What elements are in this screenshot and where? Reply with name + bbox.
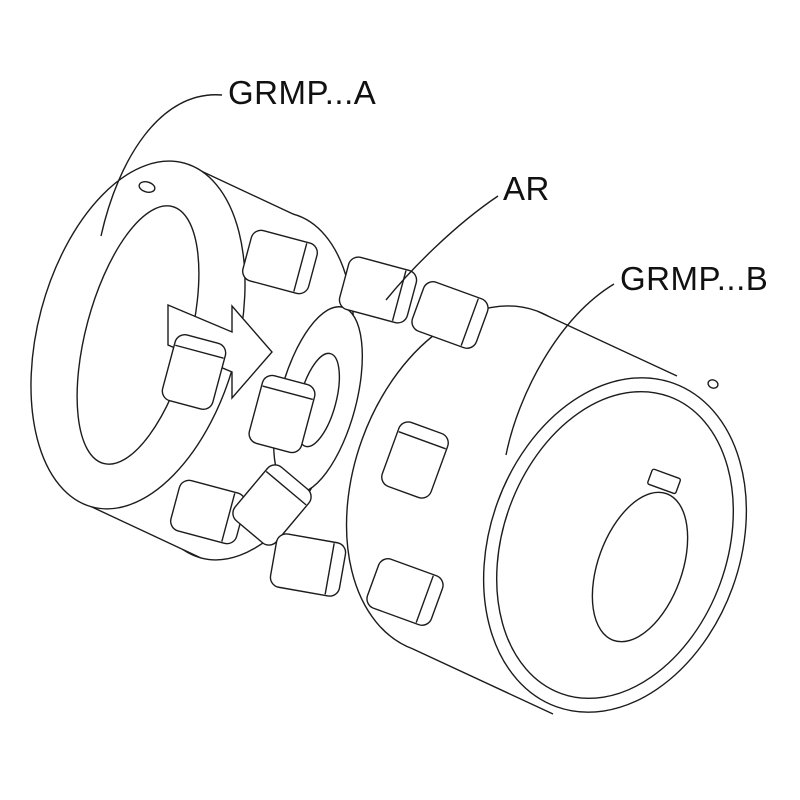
spider-lobe-bottom-left	[232, 464, 312, 546]
leader-line-spider	[385, 195, 499, 301]
hub-b-top-silhouette	[536, 310, 678, 377]
leader-lines	[100, 94, 615, 456]
spider-lobe-top	[338, 256, 418, 324]
spider-lobe-left	[248, 374, 316, 454]
hub-b-keyway	[647, 468, 682, 495]
hub-a-jaw-left	[161, 333, 227, 411]
label-hub-b: GRMP...B	[620, 260, 769, 297]
leader-line-hub-b	[505, 283, 615, 456]
label-spider: AR	[503, 170, 550, 207]
hub-b-jaw-bottom	[366, 558, 444, 626]
label-hub-a: GRMP...A	[228, 74, 377, 111]
hub-b-drawing	[345, 281, 748, 715]
hub-b-jaw-left	[381, 421, 449, 499]
hub-a-jaw-top	[241, 229, 319, 295]
hub-a-bottom-silhouette	[91, 506, 202, 559]
hub-b-face-chamfer	[495, 390, 735, 700]
hub-a-face-hole	[138, 181, 156, 193]
leader-line-hub-a	[100, 94, 223, 237]
spider-lobe-bottom	[269, 533, 347, 597]
hub-b-bottom-silhouette	[412, 648, 554, 715]
hub-b-bore	[591, 491, 689, 643]
hub-b-jaw-top	[411, 281, 489, 349]
hub-a-drawing	[30, 160, 355, 561]
hub-b-face-hole	[707, 379, 719, 389]
hub-a-jaw-bottom	[169, 479, 247, 545]
